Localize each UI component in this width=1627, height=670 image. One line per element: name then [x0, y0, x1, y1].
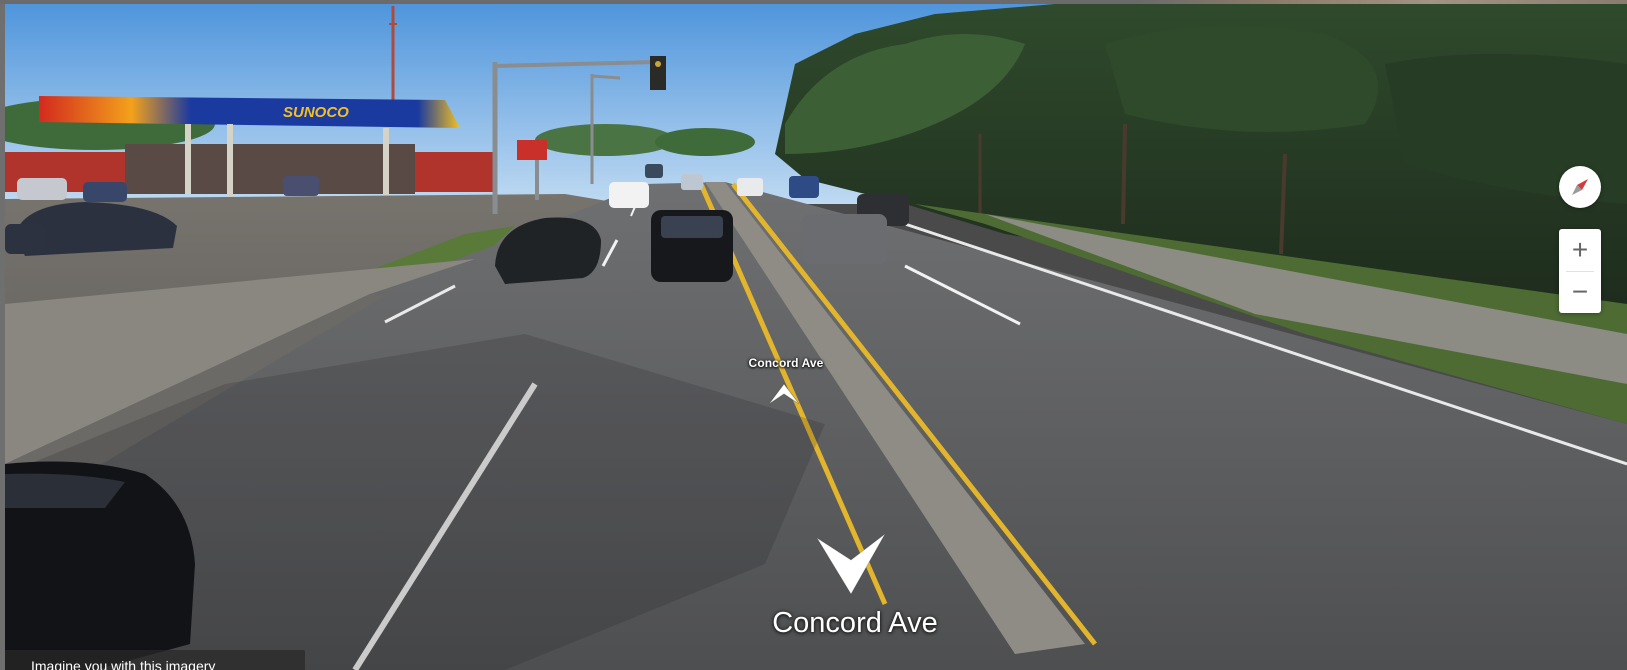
compass-button[interactable]: [1559, 166, 1601, 208]
zoom-control: + −: [1559, 229, 1601, 313]
gas-station-sign: SUNOCO: [283, 104, 349, 121]
street-view-panorama[interactable]: SUNOCO: [5, 4, 1627, 670]
zoom-out-button[interactable]: −: [1571, 276, 1589, 307]
street-label-far: Concord Ave: [748, 356, 824, 370]
chevron-up-icon[interactable]: [767, 380, 801, 406]
zoom-divider: [1566, 271, 1594, 272]
zoom-in-button[interactable]: +: [1571, 234, 1589, 265]
info-panel: Imagine you with this imagery: [5, 650, 305, 670]
info-panel-text: Imagine you with this imagery: [31, 658, 216, 670]
street-label-near: Concord Ave: [772, 607, 938, 639]
compass-icon: [1572, 179, 1588, 195]
chevron-down-icon[interactable]: [815, 532, 887, 596]
top-border-strip: [0, 0, 1627, 4]
panorama-scene: SUNOCO: [5, 4, 1627, 670]
